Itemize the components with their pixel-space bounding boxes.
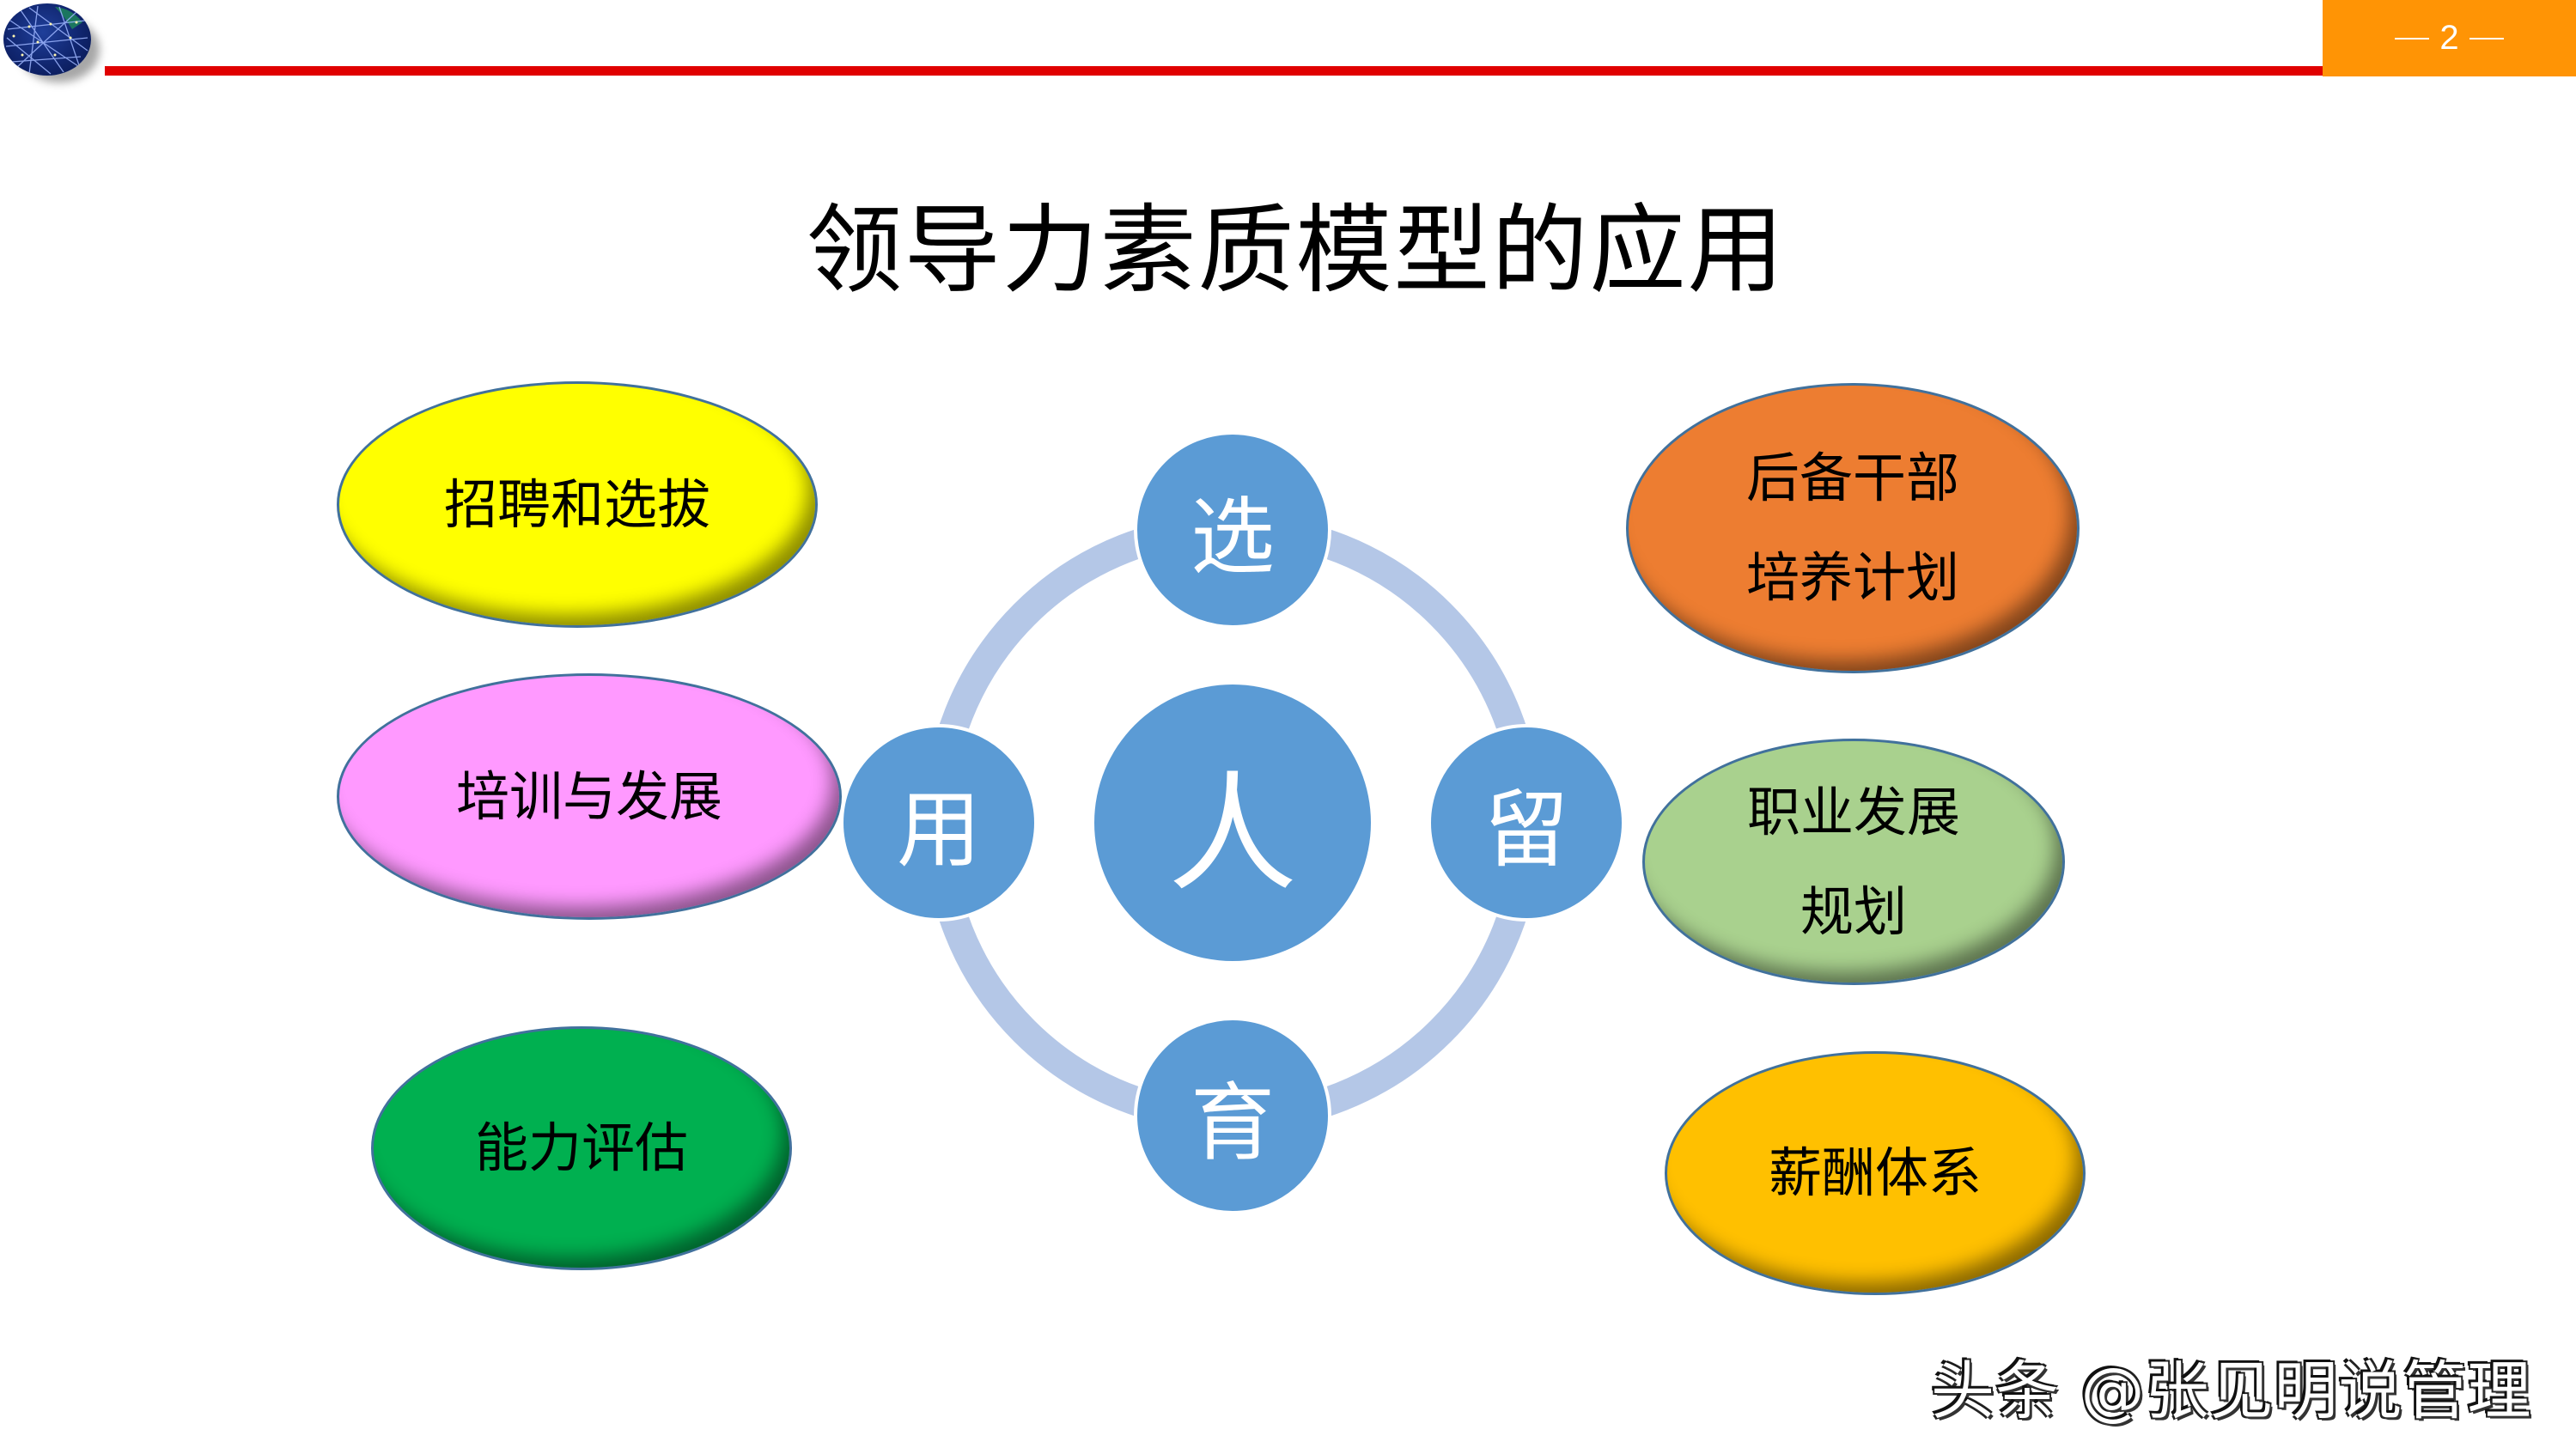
cycle-node-label: 留 [1483, 782, 1568, 879]
cycle-center-label: 人 [1167, 759, 1297, 910]
app-label: 培训与发展 [455, 764, 722, 828]
app-label-line-1: 后备干部 [1745, 447, 1959, 509]
header-rule [105, 66, 2324, 76]
cycle-node-label: 育 [1190, 1074, 1275, 1172]
cycle-node-retain: 留 [1428, 724, 1625, 922]
cycle-node-develop: 育 [1134, 1017, 1331, 1214]
watermark: 头条 @张见明说管理 [1931, 1354, 2532, 1428]
page-number: 2 [2439, 19, 2459, 57]
page-number-badge: 2 [2323, 0, 2576, 76]
cycle-node-label: 选 [1190, 489, 1275, 587]
globe-network-icon [3, 3, 91, 76]
cycle-center-people: 人 [1094, 684, 1371, 961]
app-label: 招聘和选拔 [443, 472, 710, 536]
app-label: 能力评估 [474, 1116, 688, 1179]
cycle-node-use: 用 [840, 724, 1038, 922]
slide-title: 领导力素质模型的应用 [0, 191, 2576, 311]
app-successor-development: 后备干部 培养计划 [1626, 383, 2080, 673]
app-label: 薪酬体系 [1768, 1141, 1982, 1204]
dash-right [2469, 37, 2504, 40]
app-label-line-2: 规划 [1800, 879, 1907, 943]
app-label-line-2: 培养计划 [1745, 546, 1959, 609]
app-label-line-1: 职业发展 [1746, 780, 1960, 843]
cycle-node-select: 选 [1134, 431, 1331, 629]
dash-left [2395, 37, 2430, 40]
app-career-planning: 职业发展 规划 [1642, 739, 2065, 985]
app-recruitment-selection: 招聘和选拔 [337, 381, 818, 628]
slide-title-text: 领导力素质模型的应用 [806, 195, 1786, 307]
app-compensation-system: 薪酬体系 [1665, 1051, 2086, 1295]
app-training-development: 培训与发展 [337, 673, 842, 920]
app-competency-assessment: 能力评估 [371, 1026, 792, 1270]
cycle-node-label: 用 [896, 782, 981, 879]
